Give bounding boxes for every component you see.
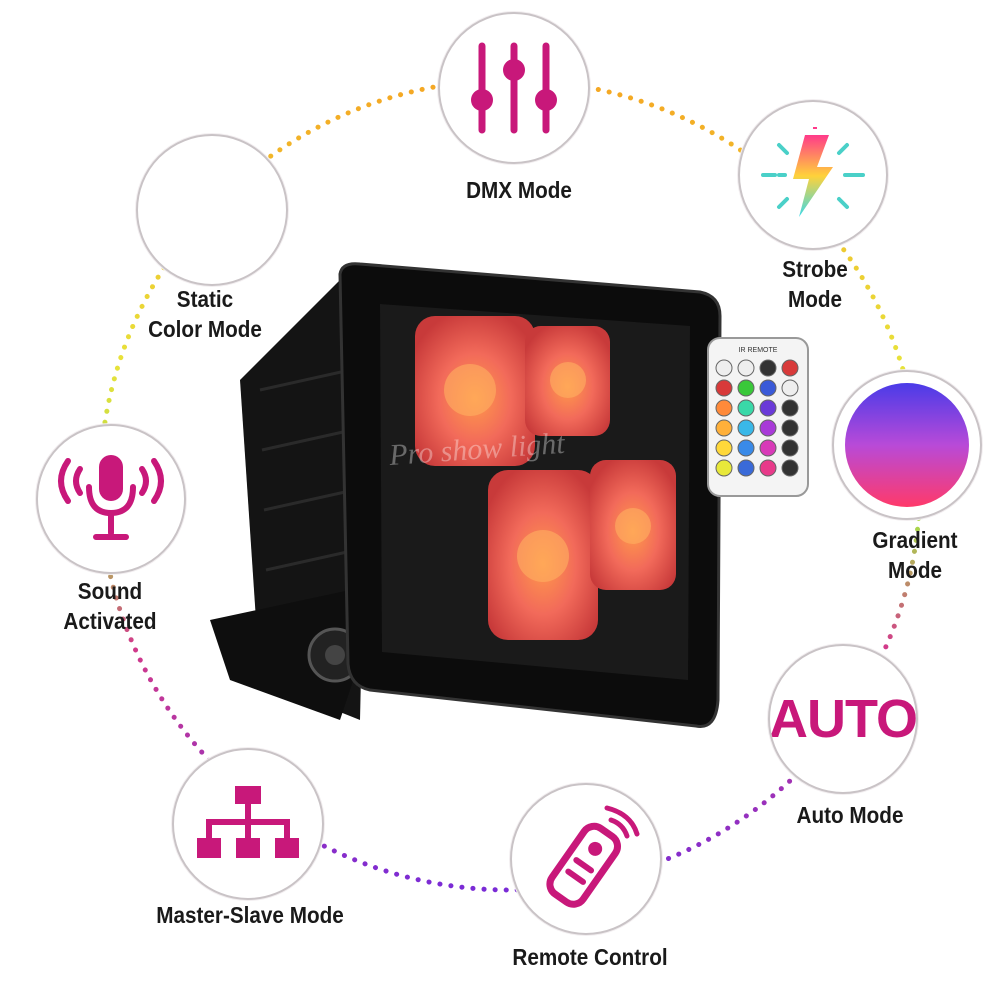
auto-icon: AUTO [769,689,918,749]
remote-button [759,419,777,437]
remote-control-circle [510,783,662,935]
remote-button [759,379,777,397]
ir-remote-title: IR REMOTE [739,347,778,354]
rgb-venn-icon [156,158,268,262]
strobe-mode-circle [738,100,888,250]
remote-button [781,399,799,417]
ir-remote: IR REMOTE [706,336,810,498]
master-slave-circle [172,748,324,900]
gradient-disc-icon [845,383,969,507]
remote-button [781,459,799,477]
remote-button [737,459,755,477]
remote-button [715,359,733,377]
sound-activated-label: Sound Activated [63,578,157,634]
dmx-mode-circle [438,12,590,164]
remote-button [781,419,799,437]
dmx-mode-label: DMX Mode [466,177,572,203]
par-light-fixture: Pro show light [210,262,722,728]
remote-button [781,439,799,457]
remote-button [737,379,755,397]
mounting-bracket [210,590,360,720]
remote-button [715,439,733,457]
lightning-icon [761,127,865,217]
remote-buttons [715,359,799,477]
remote-control-label: Remote Control [512,944,668,970]
sliders-icon [471,42,557,134]
remote-button [715,379,733,397]
remote-button [737,419,755,437]
sound-activated-circle [36,424,186,574]
static-color-circle [136,134,288,286]
remote-button [715,419,733,437]
remote-button [759,399,777,417]
remote-button [715,459,733,477]
remote-button [759,459,777,477]
remote-button [737,399,755,417]
master-slave-label: Master-Slave Mode [156,902,344,928]
microphone-icon [58,455,164,540]
auto-mode-label: Auto Mode [796,802,904,828]
gradient-mode-label: Gradient Mode [872,527,958,583]
network-icon [197,786,299,858]
auto-mode-circle: AUTO [768,644,918,794]
strobe-mode-label: Strobe Mode [782,256,848,312]
remote-button [759,439,777,457]
remote-button [781,359,799,377]
remote-button [715,399,733,417]
static-color-label: Static Color Mode [148,286,262,342]
remote-button [737,359,755,377]
remote-button [759,359,777,377]
remote-button [737,439,755,457]
remote-icon [546,805,640,908]
gradient-mode-circle [832,370,982,520]
remote-button [781,379,799,397]
